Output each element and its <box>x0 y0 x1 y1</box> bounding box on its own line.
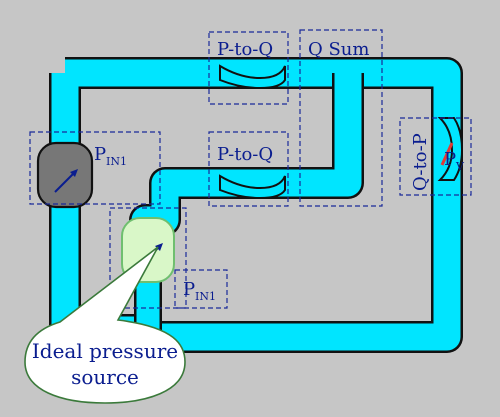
box-q-sum <box>299 29 383 207</box>
restriction-top <box>219 64 286 90</box>
box-q-to-p <box>399 117 472 196</box>
label-p-to-q-top: P-to-Q <box>217 39 273 60</box>
box-pin1-bottom <box>174 269 228 309</box>
callout-line-1: Ideal pressure <box>32 339 178 363</box>
restriction-right <box>437 117 464 181</box>
valve-icon <box>440 142 454 166</box>
dashed-boxes <box>29 29 472 309</box>
label-q-sum: Q Sum <box>308 39 369 60</box>
callout-ideal-pressure-source: Ideal pressure source <box>24 246 186 404</box>
inlet-block <box>36 141 94 209</box>
label-pv: P V <box>444 149 465 173</box>
label-p-to-q-mid: P-to-Q <box>217 144 273 165</box>
svg-text:P: P <box>183 279 195 300</box>
svg-text:IN1: IN1 <box>195 290 216 303</box>
pressure-gauge-icon <box>36 141 94 209</box>
callout-bubble <box>24 246 186 404</box>
svg-text:P: P <box>444 149 456 170</box>
box-p-to-q-mid <box>208 131 289 207</box>
box-pin1-left <box>29 131 161 205</box>
svg-text:V: V <box>455 160 465 173</box>
label-q-to-p: Q-to-P <box>410 133 431 191</box>
callout-line-2: source <box>71 365 139 389</box>
svg-text:P: P <box>94 144 106 165</box>
svg-text:IN1: IN1 <box>106 155 127 168</box>
box-p-to-q-top <box>208 31 289 105</box>
label-pin1-left: P IN1 <box>94 144 127 168</box>
label-pin1-bottom: P IN1 <box>183 279 216 303</box>
restriction-mid <box>219 174 286 200</box>
